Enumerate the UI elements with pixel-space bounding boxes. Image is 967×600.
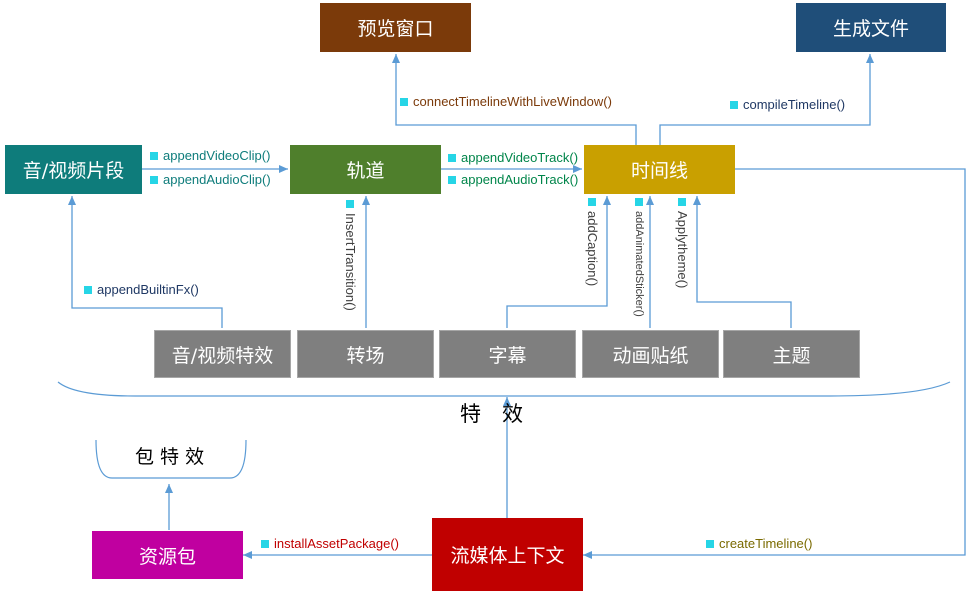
preview-window-box: 预览窗口 — [320, 3, 471, 52]
marker-icon — [706, 539, 714, 548]
label-text: addCaption() — [585, 211, 600, 287]
generate-file-box: 生成文件 — [796, 3, 946, 52]
label-text: InsertTransition() — [343, 213, 358, 311]
effects-brace — [57, 381, 951, 397]
label-append-builtin-fx: appendBuiltinFx() — [84, 282, 199, 297]
label-append-audio-clip: appendAudioClip() — [150, 172, 271, 187]
label-text: appendAudioTrack() — [461, 172, 579, 187]
label-append-video-track: appendVideoTrack() — [448, 150, 578, 165]
marker-icon — [678, 198, 687, 206]
label-create-timeline: createTimeline() — [706, 536, 812, 551]
label-text: createTimeline() — [719, 536, 813, 551]
asset-package-box: 资源包 — [92, 531, 243, 579]
marker-icon — [150, 175, 158, 184]
theme-box: 主题 — [723, 330, 860, 378]
marker-icon — [84, 285, 92, 294]
caption-box: 字幕 — [439, 330, 576, 378]
av-fx-box: 音/视频特效 — [154, 330, 291, 378]
arrow-create-timeline — [583, 168, 966, 559]
transition-box: 转场 — [297, 330, 434, 378]
marker-icon — [150, 151, 158, 160]
label-append-video-clip: appendVideoClip() — [150, 148, 270, 163]
label-compile-timeline: compileTimeline() — [730, 97, 845, 112]
label-text: appendBuiltinFx() — [97, 282, 199, 297]
package-brace — [95, 439, 247, 479]
label-text: appendVideoClip() — [163, 148, 271, 163]
clip-box: 音/视频片段 — [5, 145, 142, 194]
effects-caption: 特 效 — [460, 402, 523, 426]
arrow-apply-theme — [693, 196, 792, 328]
arrow-compile-timeline — [659, 54, 874, 145]
streaming-context-box: 流媒体上下文 — [432, 518, 583, 591]
timeline-box: 时间线 — [584, 145, 735, 194]
label-add-caption: addCaption() — [585, 198, 600, 286]
label-text: compileTimeline() — [743, 97, 846, 112]
arrow-connect-live-window — [392, 54, 637, 145]
marker-icon — [635, 198, 643, 206]
marker-icon — [400, 97, 408, 106]
arrow-add-caption — [506, 196, 611, 328]
label-connect-live-window: connectTimelineWithLiveWindow() — [400, 94, 612, 109]
sticker-box: 动画贴纸 — [582, 330, 719, 378]
marker-icon — [346, 200, 355, 208]
label-append-audio-track: appendAudioTrack() — [448, 172, 578, 187]
label-text: installAssetPackage() — [274, 536, 399, 551]
label-text: connectTimelineWithLiveWindow() — [413, 94, 612, 109]
label-insert-transition: InsertTransition() — [343, 200, 358, 311]
label-text: appendAudioClip() — [163, 172, 271, 187]
package-effects-caption: 包 特 效 — [135, 446, 205, 468]
label-install-asset-package: installAssetPackage() — [261, 536, 399, 551]
label-add-animated-sticker: addAnimatedSticker() — [633, 198, 645, 317]
label-text: addAnimatedSticker() — [633, 211, 645, 317]
label-text: appendVideoTrack() — [461, 150, 579, 165]
label-apply-theme: Applytheme() — [675, 198, 690, 288]
marker-icon — [588, 198, 597, 206]
marker-icon — [448, 175, 456, 184]
marker-icon — [730, 100, 738, 109]
arrow-append-builtin-fx — [68, 196, 223, 328]
marker-icon — [448, 153, 456, 162]
marker-icon — [261, 539, 269, 548]
label-text: Applytheme() — [675, 211, 690, 289]
track-box: 轨道 — [290, 145, 441, 194]
